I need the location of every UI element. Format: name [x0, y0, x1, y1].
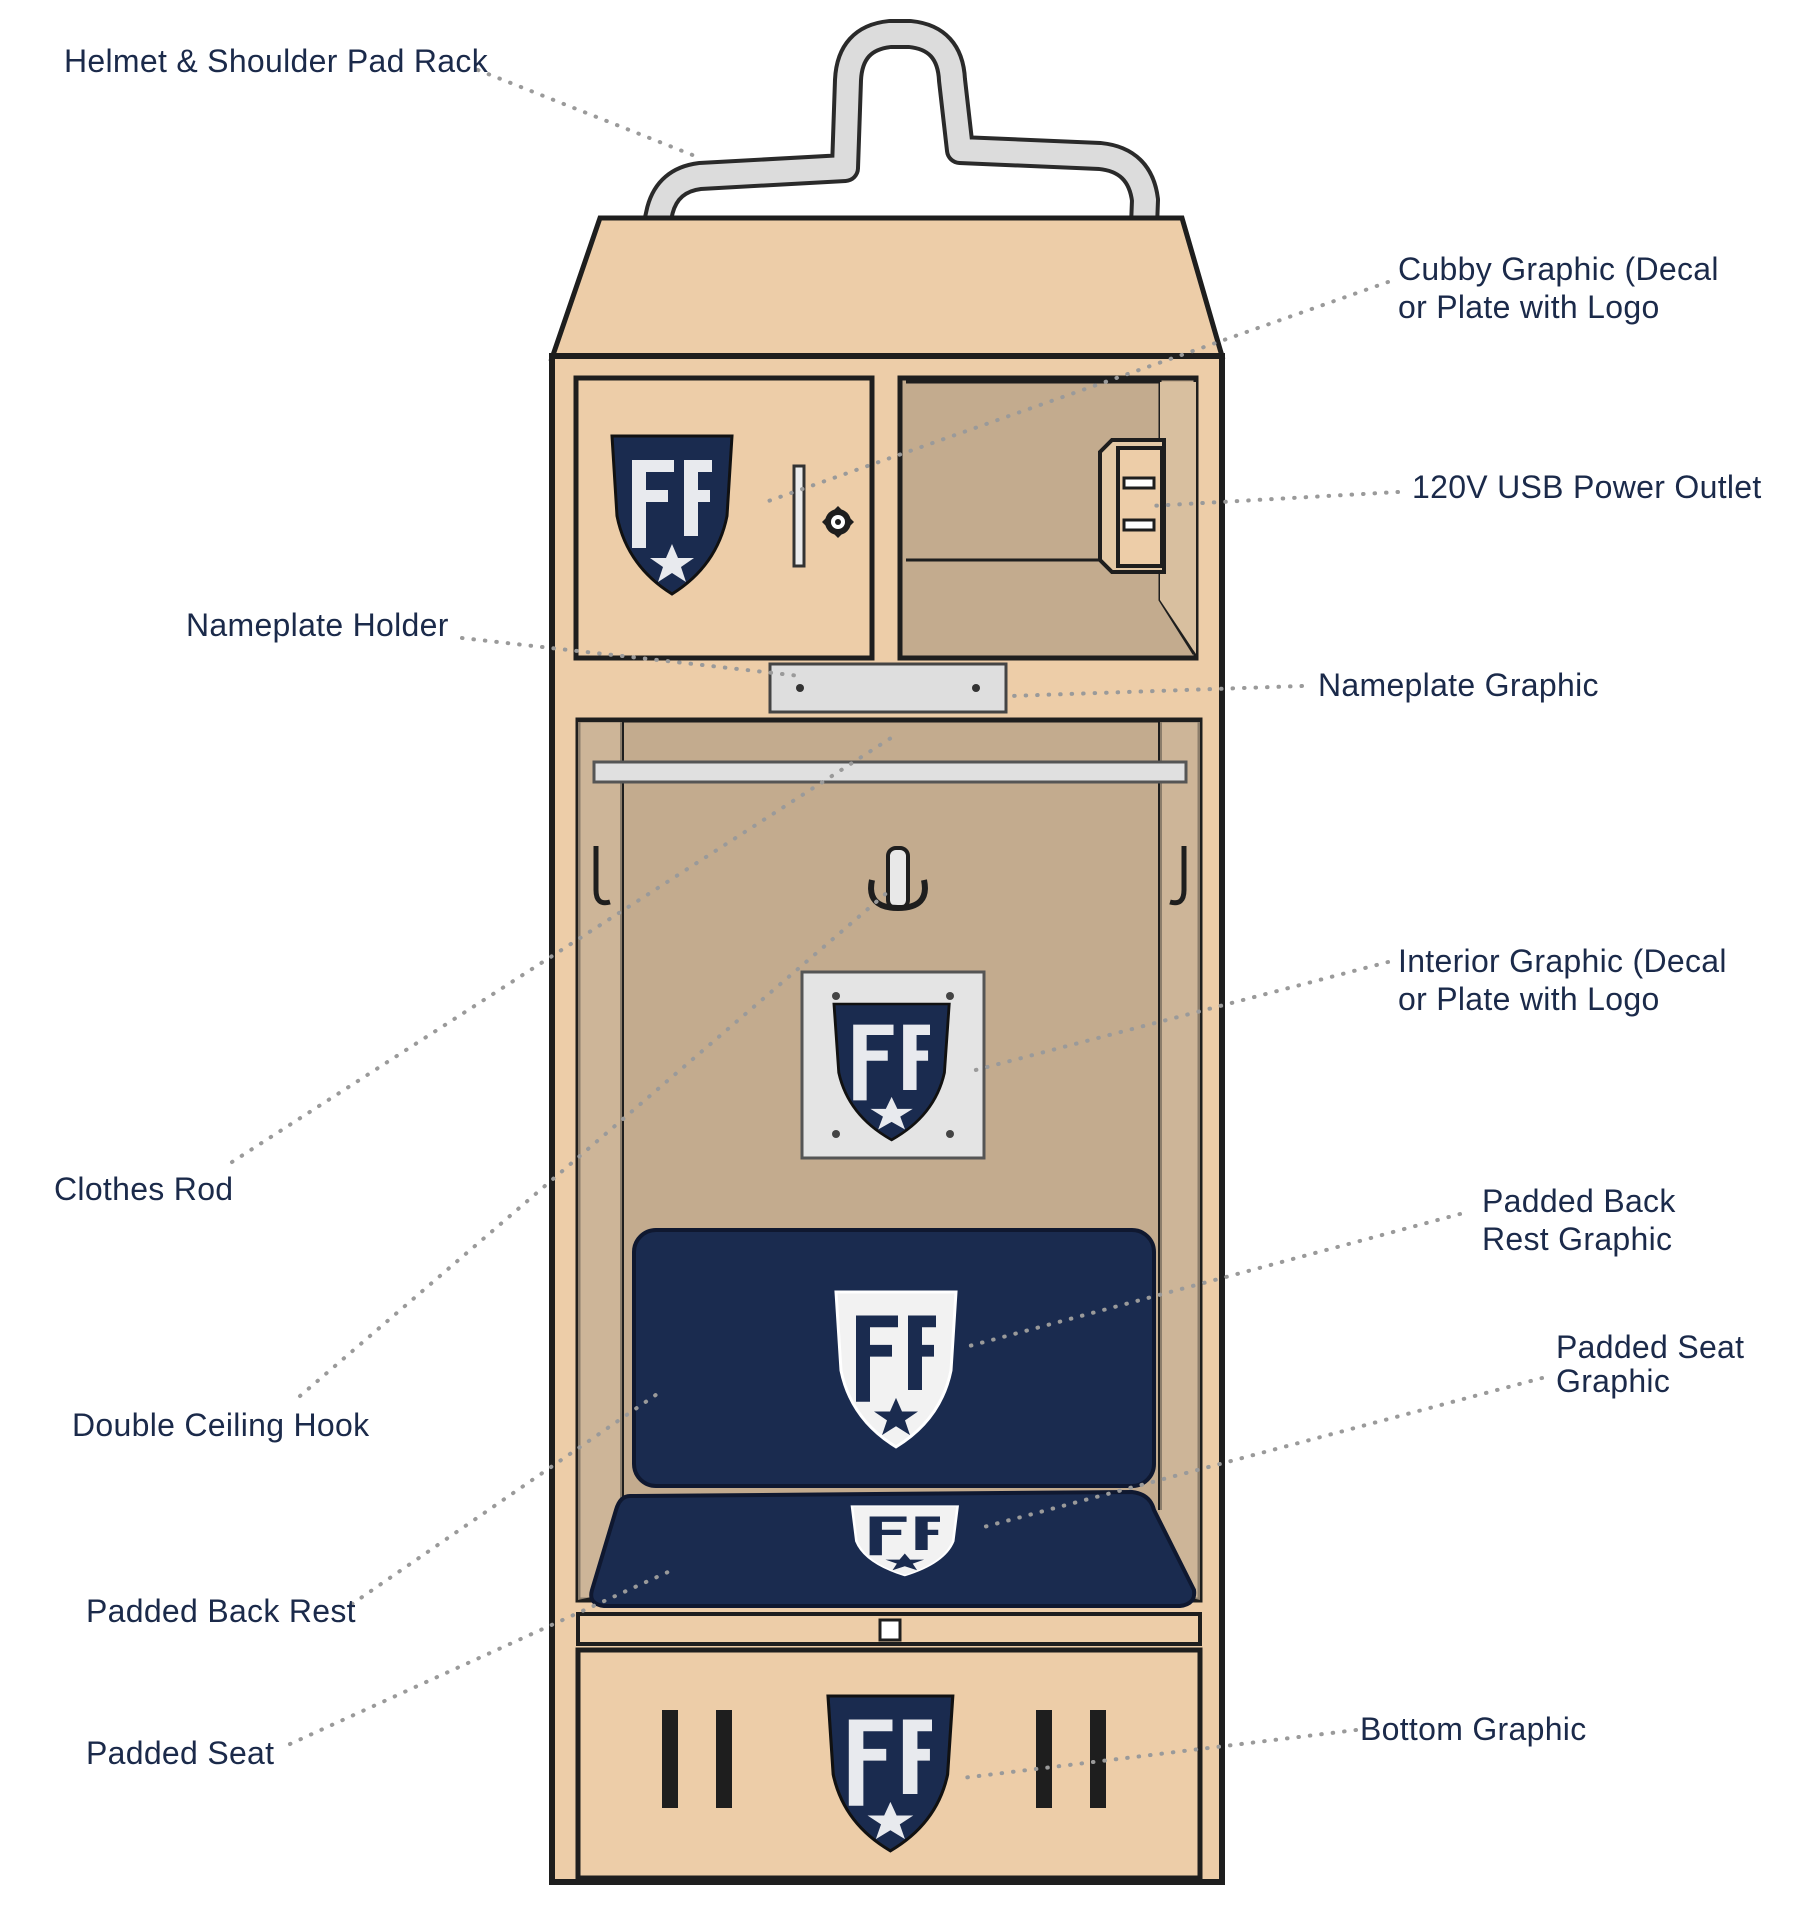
- label-cubby-graphic-line2: or Plate with Logo: [1398, 289, 1660, 325]
- padded-back-rest: [632, 1228, 1156, 1488]
- leader-usb-outlet: [1148, 490, 1400, 508]
- clothes-rod: [592, 760, 1188, 784]
- nameplate-holder: [768, 662, 1008, 714]
- label-back-rest-graphic-line1: Padded Back: [1482, 1183, 1676, 1219]
- usb-outlet-icon: [1098, 438, 1166, 574]
- label-nameplate-graphic: Nameplate Graphic: [1318, 667, 1599, 703]
- label-interior-graphic-line2: or Plate with Logo: [1398, 981, 1660, 1017]
- leader-lines: [230, 68, 1544, 1780]
- open-cubby: [897, 375, 1199, 661]
- vent-slot: [1036, 1710, 1052, 1808]
- side-hook-left: [593, 846, 611, 906]
- leader-clothes-rod: [230, 734, 896, 1164]
- label-clothes-rod: Clothes Rod: [54, 1171, 233, 1207]
- vent-slot: [662, 1710, 678, 1808]
- vent-slot: [1090, 1710, 1106, 1808]
- leader-seat: [288, 1570, 670, 1746]
- double-hook-icon: [868, 846, 928, 912]
- leader-helmet-rack: [476, 68, 702, 160]
- label-double-hook: Double Ceiling Hook: [72, 1407, 370, 1443]
- bottom-compartment: [575, 1647, 1203, 1881]
- cubby-door: [573, 375, 875, 661]
- label-interior-graphic-line1: Interior Graphic (Decal: [1398, 943, 1727, 979]
- leader-nameplate-graphic: [1008, 684, 1304, 698]
- leader-seat-graphic: [978, 1376, 1544, 1530]
- leader-back-rest: [350, 1390, 662, 1606]
- label-helmet-rack: Helmet & Shoulder Pad Rack: [64, 43, 489, 79]
- label-back-rest: Padded Back Rest: [86, 1593, 356, 1629]
- label-seat-graphic-line2: Graphic: [1556, 1363, 1670, 1399]
- label-usb-outlet: 120V USB Power Outlet: [1412, 469, 1762, 505]
- interior-graphic-plate: [800, 970, 986, 1160]
- keyhole-lock-icon: [822, 506, 854, 538]
- label-nameplate-holder: Nameplate Holder: [186, 607, 449, 643]
- label-seat-graphic-line1: Padded Seat: [1556, 1329, 1744, 1365]
- leader-nameplate-holder: [460, 636, 802, 678]
- leader-cubby-graphic: [758, 280, 1390, 506]
- label-cubby-graphic-line1: Cubby Graphic (Decal: [1398, 251, 1719, 287]
- label-bottom-graphic: Bottom Graphic: [1360, 1711, 1587, 1747]
- label-seat: Padded Seat: [86, 1735, 274, 1771]
- seat-latch: [878, 1618, 902, 1642]
- padded-seat: [589, 1489, 1197, 1608]
- leader-interior-graphic: [966, 960, 1390, 1074]
- vent-slot: [716, 1710, 732, 1808]
- cubby-handle: [792, 464, 806, 568]
- label-back-rest-graphic-line2: Rest Graphic: [1482, 1221, 1672, 1257]
- locker-top: [548, 215, 1226, 361]
- side-hook-right: [1169, 846, 1187, 906]
- labels: Helmet & Shoulder Pad Rack Cubby Graphic…: [54, 43, 1762, 1771]
